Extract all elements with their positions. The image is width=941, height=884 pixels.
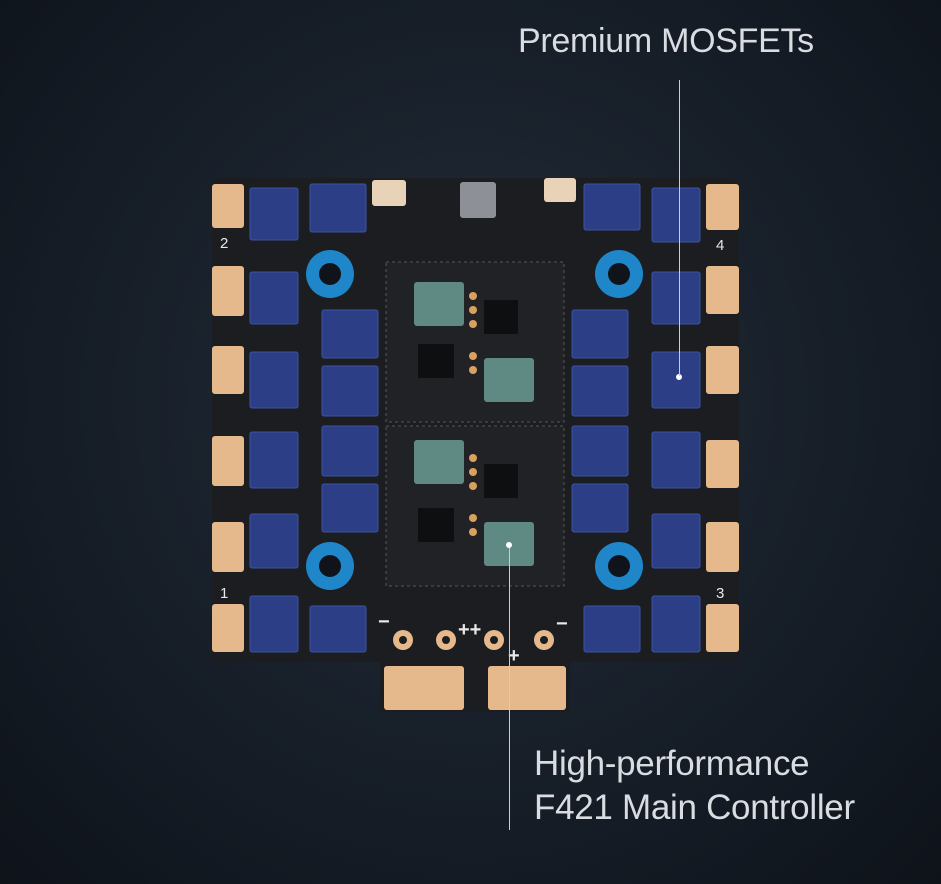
controller-section: [372, 178, 576, 587]
controller-callout-label: High-performance F421 Main Controller: [534, 742, 855, 830]
controller-callout-dot: [506, 542, 512, 548]
silk-minus-right: −: [556, 613, 568, 635]
motor-solder-pads: [212, 184, 739, 652]
mounting-holes: [306, 250, 643, 590]
controller-callout-line2: F421 Main Controller: [534, 788, 855, 827]
motor-label-3: 3: [716, 585, 724, 602]
silk-plusplus: ++: [458, 619, 481, 641]
mosfet-callout-label: Premium MOSFETs: [518, 22, 814, 60]
motor-label-2: 2: [220, 235, 228, 252]
power-connector: [384, 630, 566, 710]
controller-callout-line1: High-performance: [534, 744, 810, 783]
mosfet-callout-line: [679, 80, 680, 376]
silk-plus: +: [508, 645, 520, 667]
motor-label-4: 4: [716, 237, 724, 254]
silk-minus-left: −: [378, 611, 390, 633]
motor-label-1: 1: [220, 585, 228, 602]
mosfet-callout-dot: [676, 374, 682, 380]
controller-callout-line: [509, 548, 510, 830]
mosfet-array: [249, 183, 701, 653]
